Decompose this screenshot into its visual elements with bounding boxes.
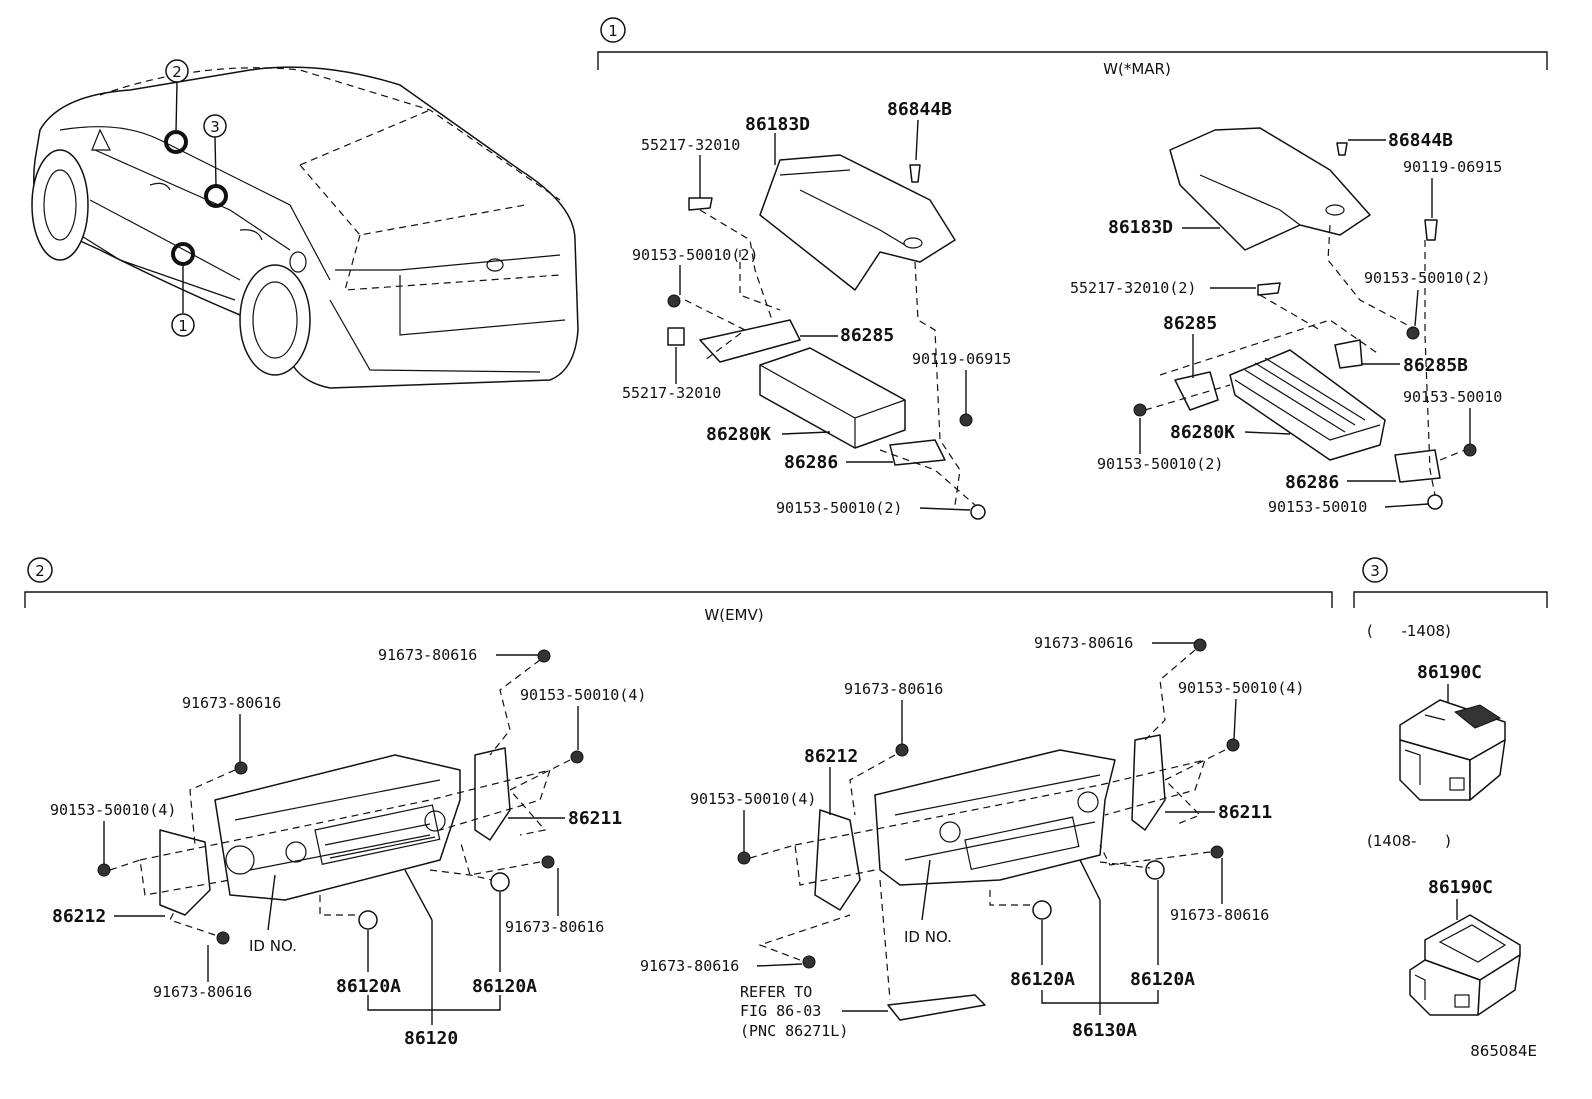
label-d-86212: 86212 — [804, 746, 858, 767]
label-c-90153-50010-4b: 90153-50010(4) — [50, 801, 176, 819]
label-b-55217-32010-2: 55217-32010(2) — [1070, 279, 1196, 297]
switch-early — [1399, 699, 1506, 801]
section-1: 1 W(*MAR) 86183D 8684 — [597, 17, 1548, 520]
label-d-86211: 86211 — [1218, 802, 1272, 823]
label-c-91673-80616-c: 91673-80616 — [505, 918, 604, 936]
label-c-90153-50010-4a: 90153-50010(4) — [520, 686, 646, 704]
label-d-90153-50010-4b: 90153-50010(4) — [690, 790, 816, 808]
label-c-86120: 86120 — [404, 1028, 458, 1049]
label-d-91673-80616-d: 91673-80616 — [640, 957, 739, 975]
label-d-91673-80616-c: 91673-80616 — [1170, 906, 1269, 924]
label-d-refer-fig: FIG 86-03 — [740, 1002, 821, 1020]
assembly-2b — [737, 638, 1240, 1021]
label-c-91673-80616-b: 91673-80616 — [182, 694, 281, 712]
label-d-86120A-b: 86120A — [1130, 969, 1195, 990]
label-d-refer-to: REFER TO — [740, 983, 812, 1001]
section-1-marker: 1 — [608, 22, 618, 40]
label-b-90119-06915: 90119-06915 — [1403, 158, 1502, 176]
vehicle-illustration: 2 3 1 — [31, 59, 579, 389]
section-3-marker: 3 — [1370, 562, 1380, 580]
vehicle-callout-1: 1 — [178, 317, 188, 335]
label-a-90153-50010-2b: 90153-50010(2) — [776, 499, 902, 517]
switch-late — [1409, 914, 1521, 1016]
label-d-86120A-a: 86120A — [1010, 969, 1075, 990]
label-e-86190C-a: 86190C — [1417, 662, 1482, 683]
label-a-86280K: 86280K — [706, 424, 771, 445]
section-2-title: W(EMV) — [704, 606, 763, 624]
section-2: 2 W(EMV) — [24, 557, 1333, 1049]
label-b-86280K: 86280K — [1170, 422, 1235, 443]
label-a-90119-06915: 90119-06915 — [912, 350, 1011, 368]
label-a-86183D: 86183D — [745, 114, 810, 135]
label-b-86285B: 86285B — [1403, 355, 1468, 376]
label-a-86844B: 86844B — [887, 99, 952, 120]
label-b-86285: 86285 — [1163, 313, 1217, 334]
label-d-id-no: ID NO. — [904, 928, 952, 946]
vehicle-callout-2: 2 — [172, 63, 182, 81]
label-e-86190C-b: 86190C — [1428, 877, 1493, 898]
section-1-title: W(*MAR) — [1103, 60, 1171, 78]
assembly-2a — [97, 649, 584, 945]
label-c-91673-80616-d: 91673-80616 — [153, 983, 252, 1001]
label-a-55217-32010-bottom: 55217-32010 — [622, 384, 721, 402]
label-c-86120A-a: 86120A — [336, 976, 401, 997]
label-b-86183D: 86183D — [1108, 217, 1173, 238]
label-d-refer-pnc: (PNC 86271L) — [740, 1022, 848, 1040]
section-2-marker: 2 — [35, 562, 45, 580]
vehicle-callout-3: 3 — [210, 118, 220, 136]
figure-id: 865084E — [1470, 1042, 1537, 1060]
label-d-90153-50010-4a: 90153-50010(4) — [1178, 679, 1304, 697]
label-a-90153-50010-2a: 90153-50010(2) — [632, 246, 758, 264]
label-b-86844B: 86844B — [1388, 130, 1453, 151]
assembly-1b — [1133, 127, 1477, 510]
label-b-90153-50010-2b: 90153-50010(2) — [1097, 455, 1223, 473]
label-d-86130A: 86130A — [1072, 1020, 1137, 1041]
label-d-91673-80616-a: 91673-80616 — [1034, 634, 1133, 652]
label-b-90153-50010-b: 90153-50010 — [1268, 498, 1367, 516]
label-c-86120A-b: 86120A — [472, 976, 537, 997]
label-a-86285: 86285 — [840, 325, 894, 346]
label-a-55217-32010-top: 55217-32010 — [641, 136, 740, 154]
label-d-91673-80616-b: 91673-80616 — [844, 680, 943, 698]
section-3-range-a: ( -1408) — [1367, 622, 1451, 640]
label-c-86211: 86211 — [568, 808, 622, 829]
label-b-86286: 86286 — [1285, 472, 1339, 493]
label-b-90153-50010-2a: 90153-50010(2) — [1364, 269, 1490, 287]
section-3: 3 ( -1408) 86190C (1408- ) 86190C — [1353, 557, 1548, 1016]
label-c-86212: 86212 — [52, 906, 106, 927]
label-c-id-no: ID NO. — [249, 937, 297, 955]
label-a-86286: 86286 — [784, 452, 838, 473]
section-3-range-b: (1408- ) — [1367, 832, 1451, 850]
label-b-90153-50010-a: 90153-50010 — [1403, 388, 1502, 406]
label-c-91673-80616-a: 91673-80616 — [378, 646, 477, 664]
assembly-1a — [667, 154, 986, 520]
